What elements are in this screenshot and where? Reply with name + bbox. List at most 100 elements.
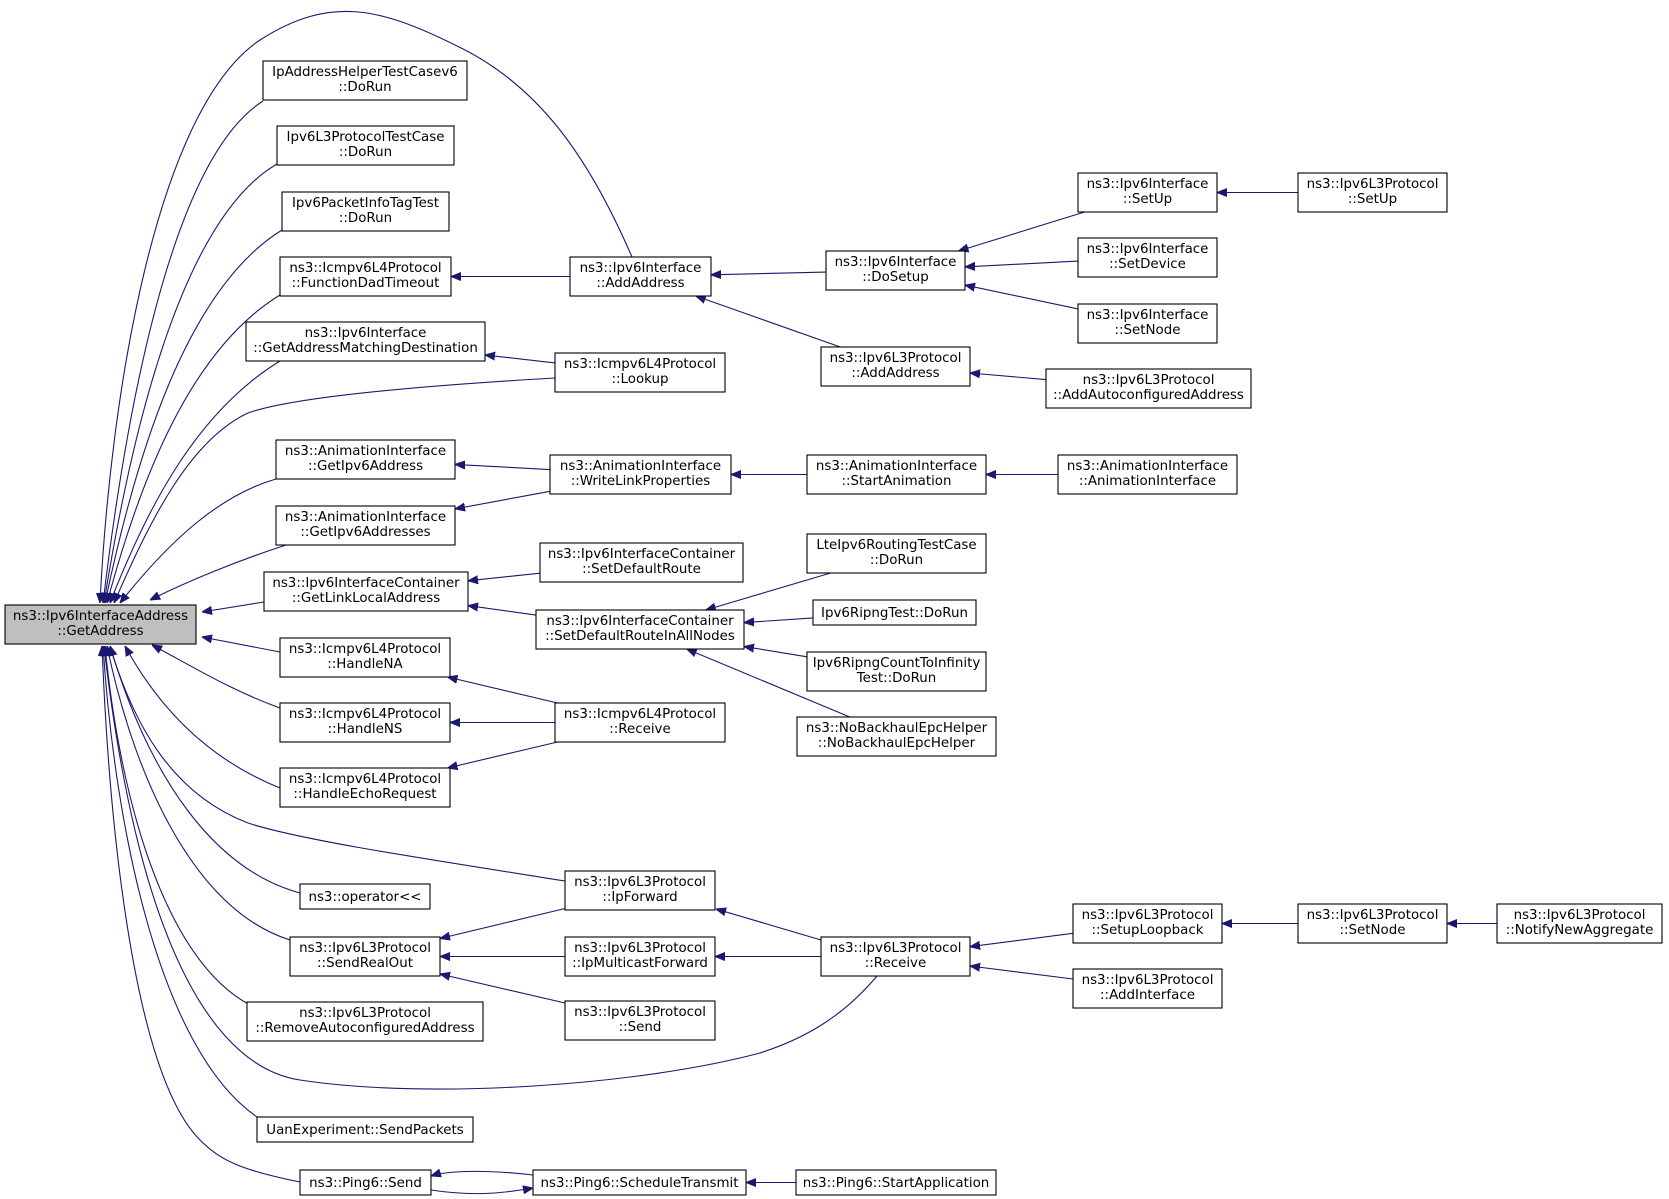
node-label-line2: ::WriteLinkProperties [571,474,710,489]
edge-icmpv6-handlens-to-root [152,645,281,709]
node-ipv6interface-setup[interactable]: ns3::Ipv6Interface::SetUp [1077,172,1218,213]
node-label-line1: ns3::Ipv6L3Protocol [1082,973,1214,988]
node-ipv6l3protocol-send[interactable]: ns3::Ipv6L3Protocol::Send [564,1000,716,1041]
edge-ipv6interface-setdevice-to-ipv6interface-dosetup [965,260,1079,267]
edge-ipv6ripngcounttoinfinity-dorun-to-ipv6interfacecontainer-setdefaultrouteinallnodes [744,647,808,658]
node-ipv6l3protocol-sendrealout[interactable]: ns3::Ipv6L3Protocol::SendRealOut [289,936,441,977]
node-ipv6interface-getaddressmatchingdestination[interactable]: ns3::Ipv6Interface::GetAddressMatchingDe… [245,321,486,362]
node-label-line2: ::Lookup [612,372,669,387]
node-ipv6l3protocol-setuploopback[interactable]: ns3::Ipv6L3Protocol::SetupLoopback [1072,903,1223,944]
node-ipv6l3protocol-notifynewaggregate[interactable]: ns3::Ipv6L3Protocol::NotifyNewAggregate [1496,903,1663,944]
node-label-line2: ::AddAutoconfiguredAddress [1053,388,1244,403]
node-label-line2: ::GetIpv6Address [308,459,423,474]
edge-ipv6interface-dosetup-to-ipv6interface-addaddress [711,272,827,275]
node-icmpv6-lookup[interactable]: ns3::Icmpv6L4Protocol::Lookup [554,352,726,393]
node-icmpv6-handleechorequest[interactable]: ns3::Icmpv6L4Protocol::HandleEchoRequest [279,767,451,808]
node-label-line1: ns3::Ipv6Interface [305,326,427,341]
node-ipaddresshelper-dorun[interactable]: IpAddressHelperTestCasev6::DoRun [262,60,468,101]
node-ipv6l3protocol-addinterface[interactable]: ns3::Ipv6L3Protocol::AddInterface [1072,968,1223,1009]
node-root[interactable]: ns3::Ipv6InterfaceAddress::GetAddress [4,604,197,645]
node-box [564,936,716,977]
node-label-line1: ns3::Ipv6L3Protocol [1082,908,1214,923]
node-icmpv6-functiondadtimeout[interactable]: ns3::Icmpv6L4Protocol::FunctionDadTimeou… [279,256,452,297]
node-ipv6interface-setdevice[interactable]: ns3::Ipv6Interface::SetDevice [1077,237,1218,278]
node-uanexperiment-sendpackets[interactable]: UanExperiment::SendPackets [256,1116,474,1143]
node-animationinterface-getipv6addresses[interactable]: ns3::AnimationInterface::GetIpv6Addresse… [275,505,456,546]
edge-ipaddresshelper-dorun-to-root [103,100,264,603]
node-icmpv6-receive[interactable]: ns3::Icmpv6L4Protocol::Receive [554,702,726,743]
node-ipv6l3protocoltestcase-dorun[interactable]: Ipv6L3ProtocolTestCase::DoRun [276,125,455,166]
node-label-line1: ns3::Ipv6L3Protocol [574,941,706,956]
node-label-line2: ::AnimationInterface [1079,474,1216,489]
node-ping6-scheduletransmit[interactable]: ns3::Ping6::ScheduleTransmit [532,1169,747,1196]
node-ipv6l3protocol-removeautoconfiguredaddress[interactable]: ns3::Ipv6L3Protocol::RemoveAutoconfigure… [246,1001,484,1042]
node-box [281,191,450,232]
node-box [569,256,712,297]
edge-ipv6interfacecontainer-setdefaultrouteinallnodes-to-ipv6interfacecontainer-getlinklocaladdress [468,606,537,616]
node-label-line1: ns3::Ipv6Interface [835,255,957,270]
node-label-line2: ::Send [619,1020,662,1035]
node-box [554,352,726,393]
node-lteipv6routingtestcase-dorun[interactable]: LteIpv6RoutingTestCase::DoRun [806,533,987,574]
node-label-line2: ::DoRun [870,553,923,568]
node-ipv6interface-dosetup[interactable]: ns3::Ipv6Interface::DoSetup [825,250,966,291]
node-label: Ipv6RipngTest::DoRun [821,606,968,621]
node-box [1297,903,1448,944]
node-ipv6l3protocol-addautoconfiguredaddress[interactable]: ns3::Ipv6L3Protocol::AddAutoconfiguredAd… [1045,368,1252,409]
node-icmpv6-handlens[interactable]: ns3::Icmpv6L4Protocol::HandleNS [279,702,451,743]
node-animationinterface-startanimation[interactable]: ns3::AnimationInterface::StartAnimation [806,454,987,495]
node-ipv6interfacecontainer-getlinklocaladdress[interactable]: ns3::Ipv6InterfaceContainer::GetLinkLoca… [263,571,469,612]
node-label-line2: ::HandleNA [327,657,403,672]
node-box [256,1116,474,1143]
edge-ping6-scheduletransmit-to-ping6-send [431,1171,534,1176]
edge-nobackhaulepchelper-to-ipv6interfacecontainer-setdefaultrouteinallnodes [687,649,851,718]
node-label-line1: ns3::Ipv6L3Protocol [1307,908,1439,923]
node-label-line2: ::DoSetup [862,270,929,285]
node-animationinterface-writelinkproperties[interactable]: ns3::AnimationInterface::WriteLinkProper… [549,454,732,495]
node-ipv6l3protocol-ipforward[interactable]: ns3::Ipv6L3Protocol::IpForward [564,870,716,911]
edge-animationinterface-getipv6address-to-root [120,478,277,603]
node-label-line1: ns3::Ipv6L3Protocol [574,1005,706,1020]
node-label-line2: ::HandleEchoRequest [293,787,436,802]
node-ipv6l3protocol-setnode[interactable]: ns3::Ipv6L3Protocol::SetNode [1297,903,1448,944]
node-ipv6l3protocol-receive[interactable]: ns3::Ipv6L3Protocol::Receive [820,936,971,977]
node-box [1077,237,1218,278]
node-operator-stream[interactable]: ns3::operator<< [299,883,431,910]
node-label-line1: ns3::Icmpv6L4Protocol [289,261,441,276]
node-box [263,571,469,612]
node-label-line1: ns3::AnimationInterface [1067,459,1228,474]
edge-icmpv6-handleechorequest-to-root [125,646,281,789]
edge-ipv6l3protocoltestcase-dorun-to-root [104,163,278,603]
nodes-layer: ns3::Ipv6InterfaceAddress::GetAddress IpA… [4,60,1663,1196]
node-ping6-send[interactable]: ns3::Ping6::Send [299,1169,432,1196]
node-label-line1: ns3::Ipv6Interface [580,261,702,276]
node-label-line1: ns3::Icmpv6L4Protocol [289,772,441,787]
node-ipv6packetinfotagtest-dorun[interactable]: Ipv6PacketInfoTagTest::DoRun [281,191,450,232]
edge-icmpv6-receive-to-icmpv6-handlena [448,677,558,704]
node-ping6-startapplication[interactable]: ns3::Ping6::StartApplication [795,1169,997,1196]
node-ipv6ripngtest-dorun[interactable]: Ipv6RipngTest::DoRun [812,599,977,626]
node-nobackhaulepchelper[interactable]: ns3::NoBackhaulEpcHelper::NoBackhaulEpcH… [796,716,997,757]
node-box [812,599,977,626]
node-box [4,604,197,645]
node-ipv6interface-setnode[interactable]: ns3::Ipv6Interface::SetNode [1077,303,1218,344]
node-ipv6l3protocol-ipmulticastforward[interactable]: ns3::Ipv6L3Protocol::IpMulticastForward [564,936,716,977]
node-ipv6interfacecontainer-setdefaultrouteinallnodes[interactable]: ns3::Ipv6InterfaceContainer::SetDefaultR… [535,609,745,650]
node-icmpv6-handlena[interactable]: ns3::Icmpv6L4Protocol::HandleNA [279,637,451,678]
node-box [796,716,997,757]
edge-animationinterface-writelinkproperties-to-animationinterface-getipv6address [455,464,551,471]
node-ipv6l3protocol-setup[interactable]: ns3::Ipv6L3Protocol::SetUp [1297,172,1448,213]
node-label-line1: ns3::AnimationInterface [560,459,721,474]
node-animationinterface-getipv6address[interactable]: ns3::AnimationInterface::GetIpv6Address [275,439,456,480]
edge-ipv6l3protocol-setuploopback-to-ipv6l3protocol-receive [970,932,1074,946]
node-label: ns3::Ping6::Send [309,1176,422,1191]
node-animationinterface-ctor[interactable]: ns3::AnimationInterface::AnimationInterf… [1057,454,1238,495]
node-ipv6interfacecontainer-setdefaultroute[interactable]: ns3::Ipv6InterfaceContainer::SetDefaultR… [539,542,744,583]
node-box [279,637,451,678]
node-ipv6interface-addaddress[interactable]: ns3::Ipv6Interface::AddAddress [569,256,712,297]
node-box [289,936,441,977]
node-ipv6l3protocol-addaddress[interactable]: ns3::Ipv6L3Protocol::AddAddress [820,346,971,387]
node-box [532,1169,747,1196]
